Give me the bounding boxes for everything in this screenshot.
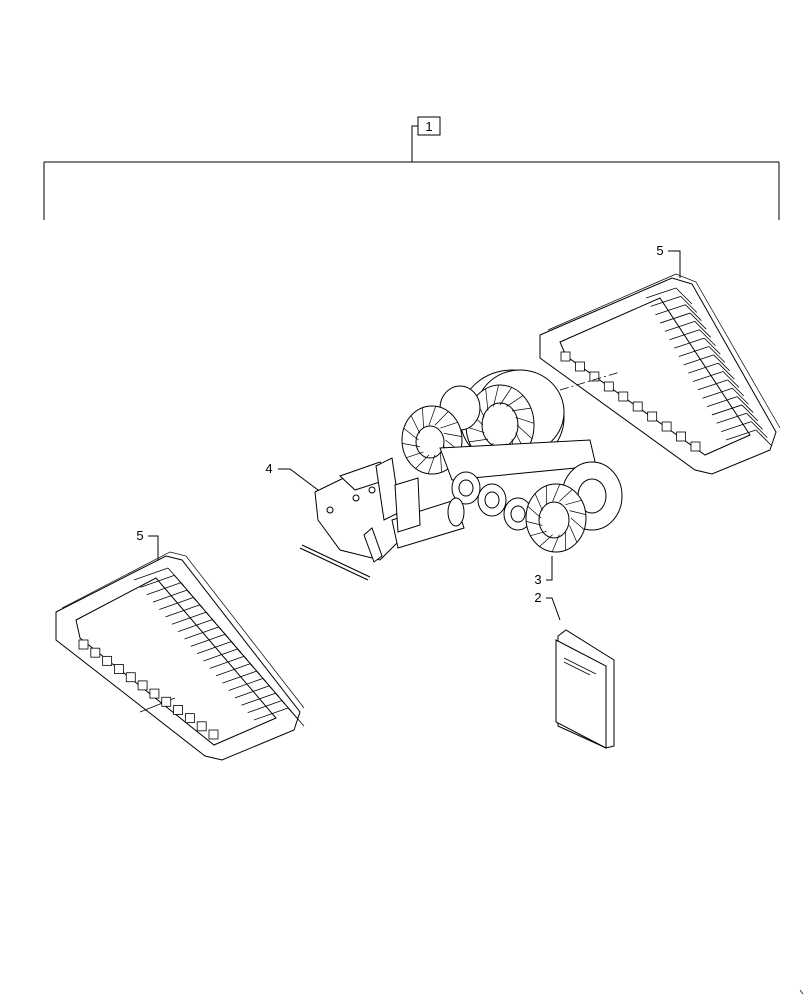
track-right-lugs <box>560 351 701 452</box>
lower-wheel-spokes <box>526 484 586 552</box>
bogie-wheel-assembly: 3 <box>401 369 623 587</box>
track-right-tread <box>645 287 773 447</box>
callout-1-label: 1 <box>425 119 432 134</box>
assembly-bracket: 1 <box>43 116 780 220</box>
callout-2-label: 2 <box>534 590 541 605</box>
callout-4-label: 4 <box>265 461 272 476</box>
callout-5-right-label: 5 <box>656 243 663 258</box>
manual-booklet: 2 <box>534 590 615 749</box>
track-right: 5 <box>539 243 781 475</box>
callout-5-left-label: 5 <box>136 528 143 543</box>
callout-3-label: 3 <box>534 572 541 587</box>
frame-bracket: 4 <box>265 457 465 581</box>
track-left: 5 <box>55 528 305 761</box>
track-left-tread <box>133 567 305 727</box>
track-left-lugs <box>78 639 219 740</box>
